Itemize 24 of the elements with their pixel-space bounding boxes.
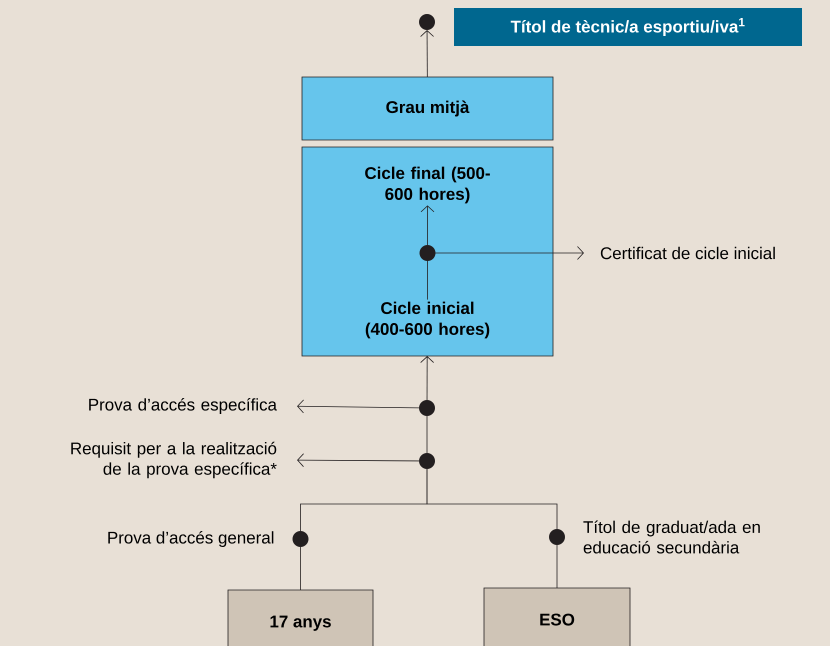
requirement-text: Requisit per a la realització de la prova específica* [71, 442, 277, 478]
junction-dot [419, 400, 435, 416]
arrow [297, 399, 420, 414]
entry-box: ESO [484, 588, 630, 646]
cycle-label: Cicle inicial (400-600 hores) [366, 302, 490, 338]
requirement-text: Prova d’accés específica [89, 398, 277, 414]
requirement-text: Títol de graduat/ada en educació secundària [583, 520, 760, 554]
level-box: Grau mitjà [302, 76, 554, 140]
requirement-text: Prova d’accés general [108, 531, 274, 547]
junction-dot [549, 529, 565, 545]
title-box: Títol de tècnic/a esportiu/iva$^{1}$ [454, 8, 802, 46]
arrow [420, 30, 434, 78]
outcome-text: Certificat de cicle inicial [600, 246, 775, 260]
junction-dot [420, 245, 436, 261]
junction-dot [419, 14, 435, 30]
junction-dot [419, 453, 435, 469]
arrow [420, 205, 434, 246]
arrow [420, 356, 434, 400]
arrow [435, 246, 584, 260]
cycle-label: Cicle final (500-600 hores) [365, 166, 490, 204]
cycle-box [302, 146, 554, 356]
arrow [297, 453, 420, 468]
entry-box: 17 anys [228, 590, 374, 646]
junction-dot [292, 531, 308, 547]
